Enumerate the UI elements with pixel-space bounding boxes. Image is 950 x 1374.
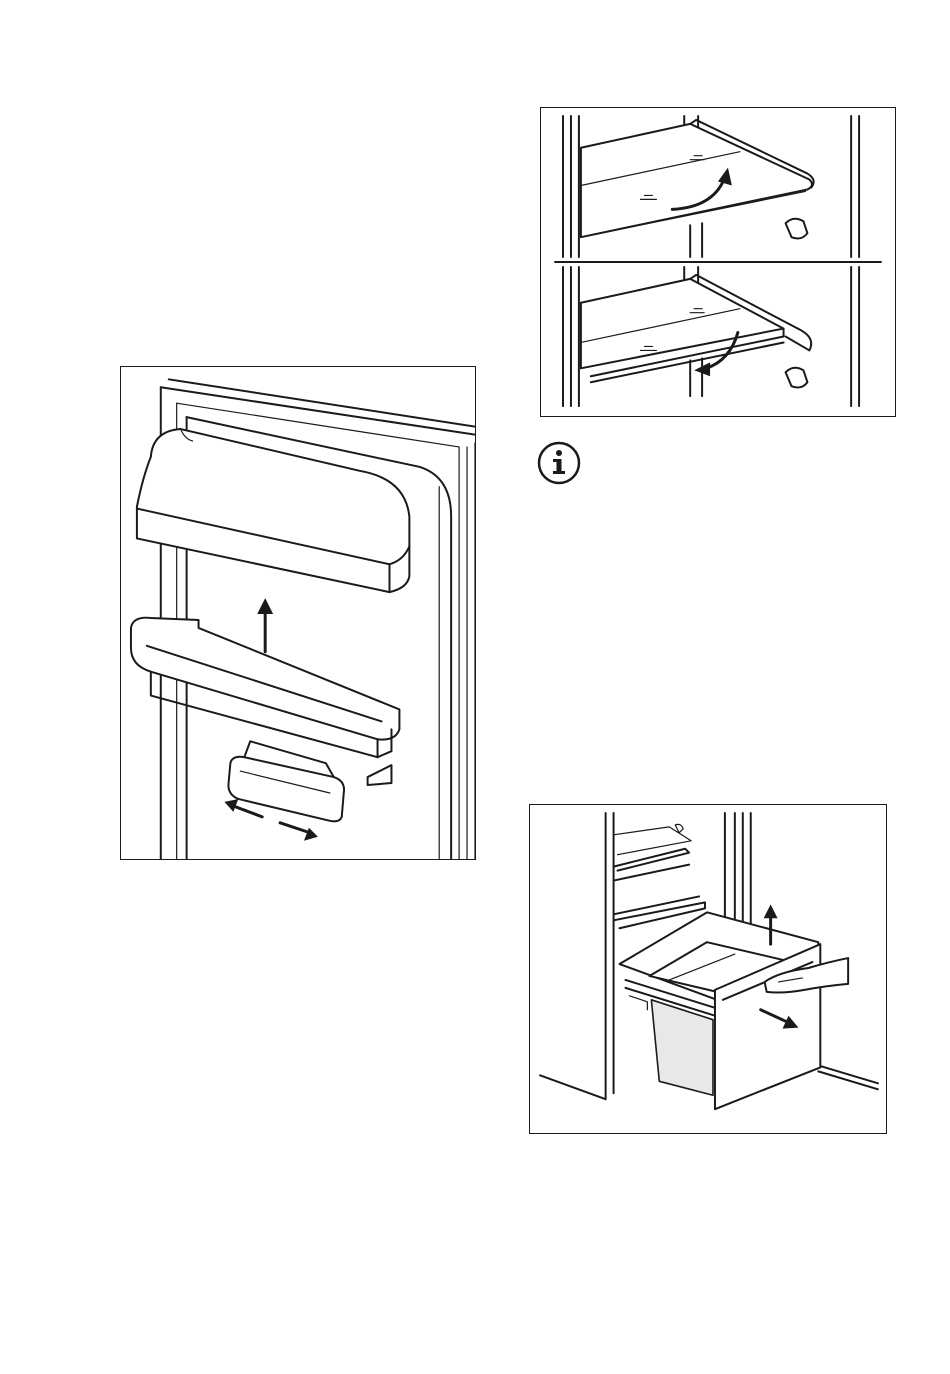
info-icon [536, 440, 582, 486]
glass-shelf-illustration [540, 107, 896, 417]
door-shelf-illustration [120, 366, 476, 860]
freezer-drawer-illustration [529, 804, 887, 1134]
